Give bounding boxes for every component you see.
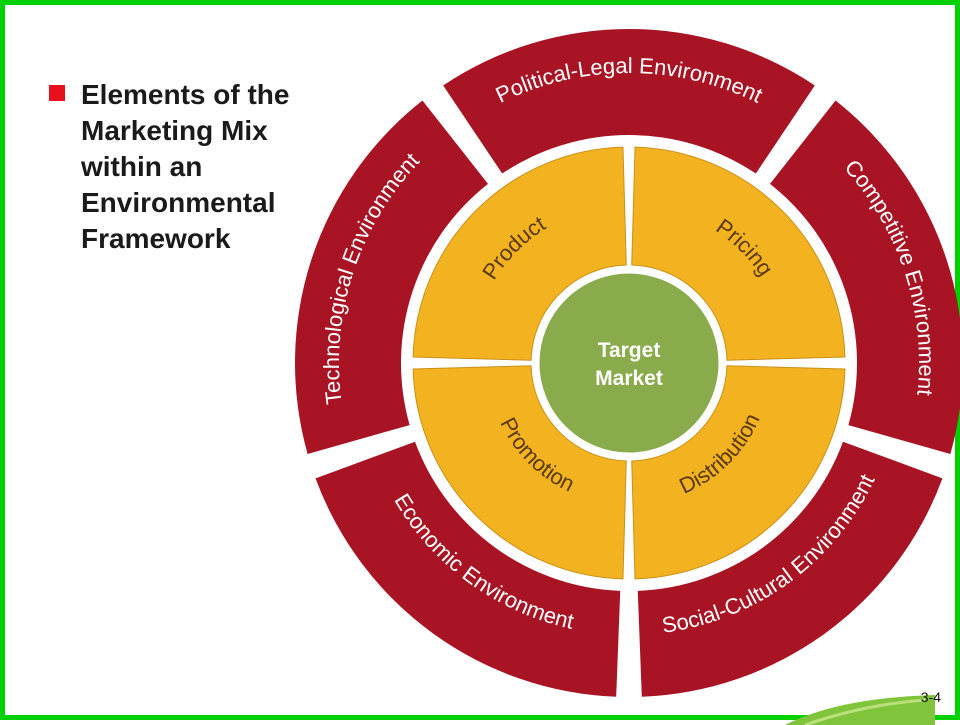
bullet-point: Elements of the Marketing Mix within an …: [49, 77, 309, 257]
political-legal-segment: [443, 28, 815, 174]
slide-number: 3-4: [920, 689, 941, 705]
slide-title: Elements of the Marketing Mix within an …: [81, 79, 290, 254]
pricing-segment: [631, 146, 846, 361]
economic-segment: [315, 441, 621, 697]
square-bullet-icon: [49, 85, 65, 101]
distribution-segment: [631, 365, 846, 580]
target-market-circle: Target Market: [534, 268, 724, 458]
leaf-decoration-icon: [785, 695, 935, 725]
social-cultural-segment: [637, 441, 943, 697]
center-label-line1: Target: [598, 339, 661, 362]
promotion-segment: [412, 365, 627, 580]
technological-segment: [295, 100, 489, 454]
center-circle: [534, 268, 724, 458]
competitive-segment: [769, 100, 960, 454]
product-segment: [412, 146, 627, 361]
center-label-line2: Market: [595, 367, 663, 390]
